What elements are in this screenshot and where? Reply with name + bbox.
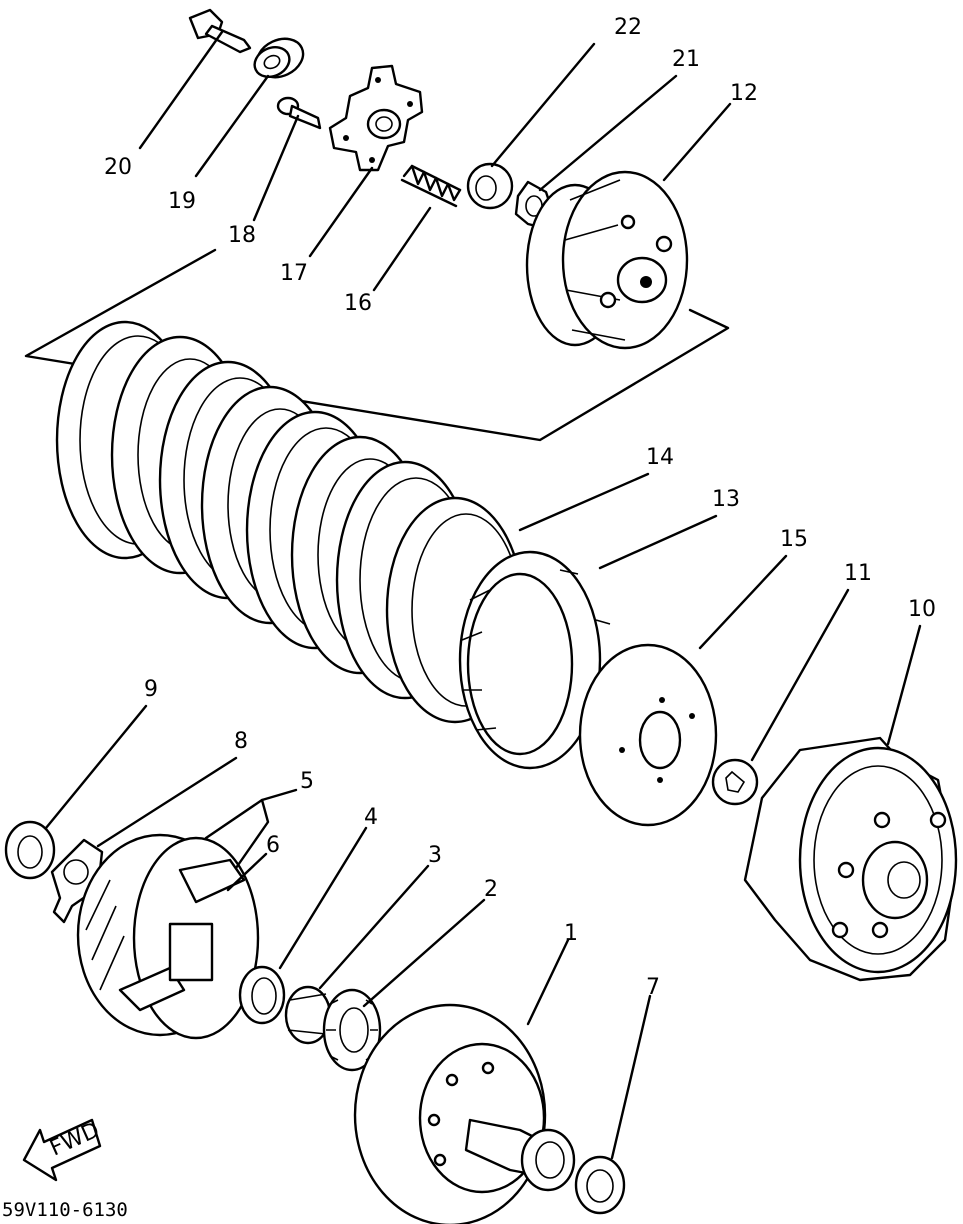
thrust-washer-icon [238,965,286,1025]
thrust-washer-icon [4,820,56,880]
cushion-plate-icon [578,643,718,827]
callout-12: 12 [730,81,758,106]
callout-2: 2 [484,877,498,902]
clutch-boss-icon [525,170,689,350]
callout-13: 13 [712,487,740,512]
callout-18: 18 [228,223,256,248]
callout-3: 3 [428,843,442,868]
thrust-washer-icon [574,1155,626,1215]
primary-gear-icon [353,1003,576,1224]
needle-bearing-icon [284,985,332,1045]
callout-7: 7 [646,975,660,1000]
callout-1: 1 [564,921,578,946]
callout-17: 17 [280,261,308,286]
callout-19: 19 [168,189,196,214]
diagram-code: 59V110-6130 [2,1199,128,1221]
callout-14: 14 [646,445,674,470]
nut-icon [466,162,514,210]
thrust-washer-icon [711,758,759,806]
clutch-plate-stack [55,320,525,724]
fwd-arrow-icon: FWD [22,1118,103,1182]
callout-5: 5 [300,769,314,794]
callout-9: 9 [144,677,158,702]
friction-plate-icon [458,550,613,770]
callout-15: 15 [780,527,808,552]
callout-11: 11 [844,561,872,586]
screw-icon [276,96,322,130]
callout-4: 4 [364,805,378,830]
shoe-assembly-icon [76,833,260,1040]
callout-16: 16 [344,291,372,316]
bolt-icon [188,8,252,54]
callout-8: 8 [234,729,248,754]
callout-22: 22 [614,15,642,40]
callout-10: 10 [908,597,936,622]
callout-6: 6 [266,833,280,858]
spring-icon [400,164,462,208]
pressure-plate-icon [328,64,424,172]
lock-washer-icon [50,838,104,924]
callout-21: 21 [672,47,700,72]
leader-lines [44,30,922,1160]
clutch-housing-icon [743,736,958,982]
callout-labels: 20 19 18 17 16 22 21 12 14 13 15 11 10 9… [104,15,936,1000]
callout-20: 20 [104,155,132,180]
bearing-icon [253,37,305,79]
